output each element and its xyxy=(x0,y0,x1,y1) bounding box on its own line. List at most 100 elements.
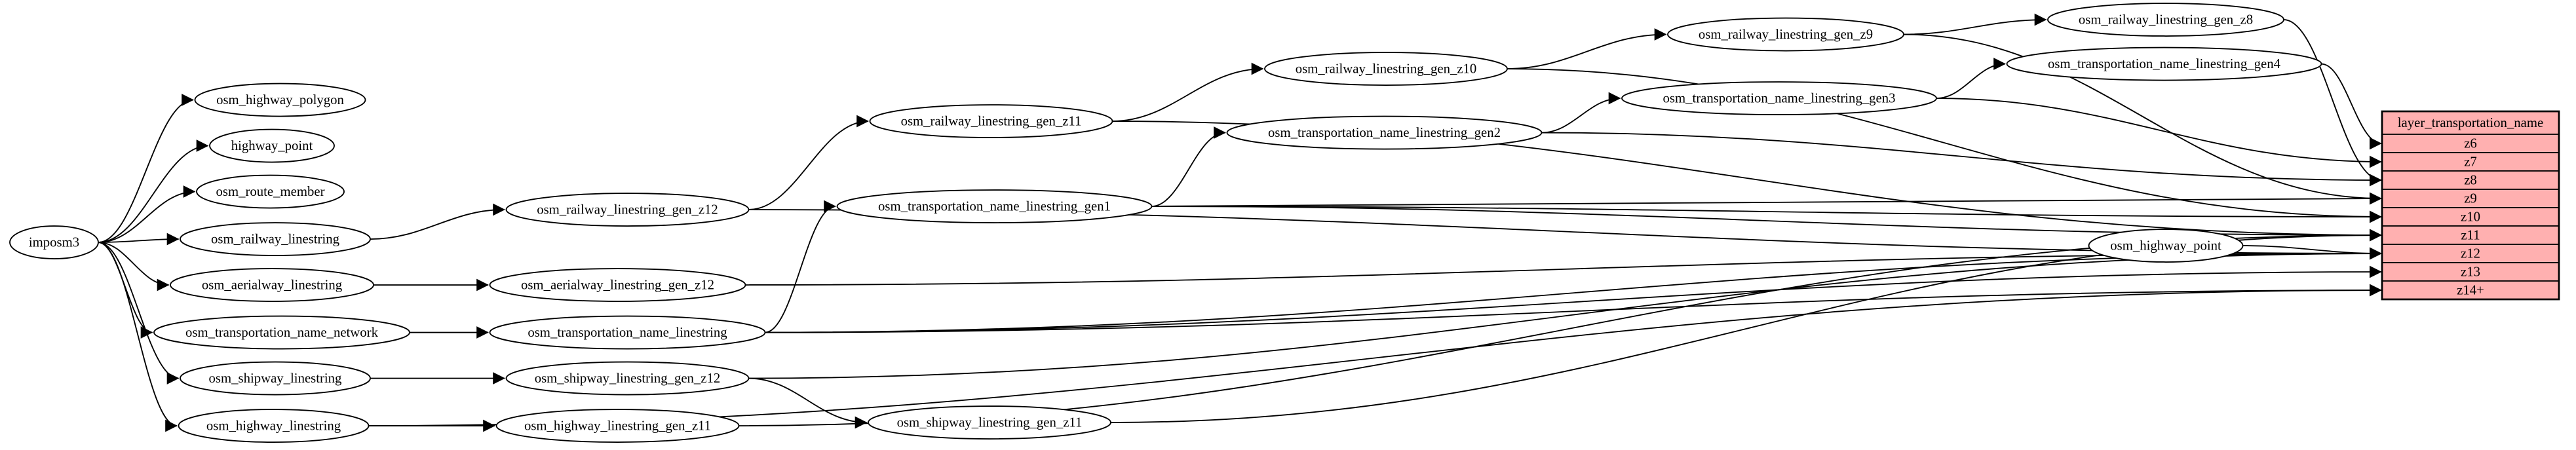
node-osm_shipway_linestring_gen_z11: osm_shipway_linestring_gen_z11 xyxy=(868,405,1111,440)
node-label-osm_transportation_name_linestring_gen3: osm_transportation_name_linestring_gen3 xyxy=(1663,92,1896,106)
table-title: layer_transportation_name xyxy=(2398,116,2543,130)
edge-imposm3-to-highway_point xyxy=(98,140,209,243)
edge-osm_transportation_name_linestring_gen3-to-osm_transportation_name_linestring_gen4 xyxy=(1936,58,2006,99)
node-shape-osm_highway_linestring xyxy=(178,409,370,443)
node-shape-osm_railway_linestring_gen_z9 xyxy=(1667,17,1904,52)
node-osm_railway_linestring_gen_z11: osm_railway_linestring_gen_z11 xyxy=(869,104,1113,138)
edge-imposm3-to-osm_highway_linestring xyxy=(98,242,178,432)
edge-osm_transportation_name_linestring-to-row:z14+ xyxy=(765,284,2382,333)
node-osm_transportation_name_linestring_gen4: osm_transportation_name_linestring_gen4 xyxy=(2006,47,2322,81)
node-label-osm_shipway_linestring_gen_z12: osm_shipway_linestring_gen_z12 xyxy=(535,371,721,386)
node-shape-osm_railway_linestring_gen_z8 xyxy=(2047,3,2284,37)
edge-imposm3-to-osm_highway_polygon xyxy=(98,94,194,243)
table-row-label-z7: z7 xyxy=(2464,155,2477,170)
node-label-osm_transportation_name_linestring_gen1: osm_transportation_name_linestring_gen1 xyxy=(878,200,1111,214)
table-row-z12 xyxy=(2381,244,2560,263)
node-osm_transportation_name_linestring: osm_transportation_name_linestring xyxy=(489,315,766,350)
edge-imposm3-to-osm_railway_linestring xyxy=(98,233,180,246)
node-osm_railway_linestring_gen_z9: osm_railway_linestring_gen_z9 xyxy=(1667,17,1904,52)
nodes-layer: imposm3osm_highway_polygonhighway_pointo… xyxy=(9,3,2322,443)
node-label-osm_shipway_linestring: osm_shipway_linestring xyxy=(209,371,342,386)
node-label-osm_railway_linestring_gen_z10: osm_railway_linestring_gen_z10 xyxy=(1296,62,1477,77)
edge-imposm3-to-osm_shipway_linestring xyxy=(98,242,180,384)
node-shape-osm_railway_linestring xyxy=(180,222,371,256)
edge-osm_shipway_linestring_gen_z12-to-osm_shipway_linestring_gen_z11 xyxy=(748,377,868,429)
node-shape-osm_transportation_name_linestring_gen1 xyxy=(836,189,1153,223)
node-label-osm_railway_linestring: osm_railway_linestring xyxy=(211,233,339,247)
table-row-z11 xyxy=(2381,225,2560,245)
node-label-osm_transportation_name_linestring_gen4: osm_transportation_name_linestring_gen4 xyxy=(2048,57,2281,71)
node-shape-highway_point xyxy=(209,128,335,163)
node-shape-osm_transportation_name_linestring_gen4 xyxy=(2006,47,2322,81)
node-shape-osm_highway_point xyxy=(2088,229,2244,263)
node-osm_highway_linestring_gen_z11: osm_highway_linestring_gen_z11 xyxy=(495,409,740,443)
edge-osm_transportation_name_linestring_gen1-to-osm_transportation_name_linestring_gen2 xyxy=(1151,126,1226,207)
node-shape-osm_railway_linestring_gen_z12 xyxy=(505,193,750,227)
table-row-label-z10: z10 xyxy=(2461,210,2480,225)
node-osm_route_member: osm_route_member xyxy=(196,174,345,209)
node-label-osm_highway_linestring: osm_highway_linestring xyxy=(206,419,341,434)
node-label-osm_aerialway_linestring: osm_aerialway_linestring xyxy=(202,278,342,293)
node-label-osm_highway_linestring_gen_z11: osm_highway_linestring_gen_z11 xyxy=(524,419,711,434)
node-osm_transportation_name_linestring_gen3: osm_transportation_name_linestring_gen3 xyxy=(1621,81,1937,115)
edge-osm_transportation_name_linestring_gen2-to-osm_transportation_name_linestring_gen3 xyxy=(1541,92,1621,134)
node-highway_point: highway_point xyxy=(209,128,335,163)
node-label-osm_transportation_name_network: osm_transportation_name_network xyxy=(185,326,379,340)
table-row-label-z13: z13 xyxy=(2461,265,2480,280)
node-shape-osm_shipway_linestring_gen_z12 xyxy=(505,361,750,396)
edge-osm_transportation_name_linestring_gen1-to-row:z10 xyxy=(1151,206,2382,223)
node-shape-osm_transportation_name_linestring xyxy=(489,315,766,350)
edge-osm_railway_linestring_gen_z9-to-row:z9 xyxy=(1903,33,2382,205)
node-shape-osm_railway_linestring_gen_z11 xyxy=(869,104,1113,138)
table-node: layer_transportation_namez6z7z8z9z10z11z… xyxy=(2381,110,2560,301)
node-label-osm_railway_linestring_gen_z12: osm_railway_linestring_gen_z12 xyxy=(537,203,718,217)
table-row-z10 xyxy=(2381,207,2560,227)
node-label-imposm3: imposm3 xyxy=(29,236,79,250)
node-osm_railway_linestring_gen_z10: osm_railway_linestring_gen_z10 xyxy=(1264,52,1508,86)
node-label-highway_point: highway_point xyxy=(231,139,313,153)
edge-osm_transportation_name_linestring_gen3-to-row:z7 xyxy=(1936,98,2382,168)
edge-osm_transportation_name_linestring-to-row:z12 xyxy=(765,247,2382,333)
edge-imposm3-to-osm_aerialway_linestring xyxy=(98,242,170,291)
table-row-label-z12: z12 xyxy=(2461,247,2480,261)
node-osm_railway_linestring_gen_z12: osm_railway_linestring_gen_z12 xyxy=(505,193,750,227)
node-label-osm_railway_linestring_gen_z8: osm_railway_linestring_gen_z8 xyxy=(2079,13,2253,28)
node-shape-osm_route_member xyxy=(196,174,345,209)
node-shape-osm_transportation_name_linestring_gen2 xyxy=(1226,115,1543,150)
table-row-label-z11: z11 xyxy=(2461,229,2480,243)
edge-osm_railway_linestring_gen_z9-to-osm_railway_linestring_gen_z8 xyxy=(1903,13,2047,35)
node-osm_railway_linestring: osm_railway_linestring xyxy=(180,222,371,256)
node-shape-osm_transportation_name_network xyxy=(153,315,410,350)
edge-osm_railway_linestring_gen_z10-to-osm_railway_linestring_gen_z9 xyxy=(1507,28,1667,69)
edge-osm_railway_linestring_gen_z12-to-osm_railway_linestring_gen_z11 xyxy=(748,115,869,210)
edge-osm_shipway_linestring_gen_z12-to-row:z12 xyxy=(748,247,2382,379)
table-row-label-z8: z8 xyxy=(2464,174,2477,188)
edge-osm_railway_linestring_gen_z11-to-osm_railway_linestring_gen_z10 xyxy=(1112,62,1264,122)
node-osm_highway_point: osm_highway_point xyxy=(2088,229,2244,263)
node-label-osm_route_member: osm_route_member xyxy=(216,185,325,199)
node-osm_highway_linestring: osm_highway_linestring xyxy=(178,409,370,443)
edge-osm_railway_linestring-to-osm_railway_linestring_gen_z12 xyxy=(370,203,505,240)
node-imposm3: imposm3 xyxy=(9,225,99,259)
node-label-osm_transportation_name_linestring: osm_transportation_name_linestring xyxy=(528,326,727,340)
node-osm_transportation_name_linestring_gen1: osm_transportation_name_linestring_gen1 xyxy=(836,189,1153,223)
edges-layer xyxy=(98,13,2382,432)
edge-osm_transportation_name_linestring_gen4-to-row:z6 xyxy=(2321,63,2382,150)
table-row-z7 xyxy=(2381,152,2560,172)
edge-osm_railway_linestring_gen_z10-to-row:z10 xyxy=(1507,68,2382,223)
table-row-z13 xyxy=(2381,262,2560,282)
node-label-osm_railway_linestring_gen_z11: osm_railway_linestring_gen_z11 xyxy=(901,115,1082,129)
node-osm_aerialway_linestring_gen_z12: osm_aerialway_linestring_gen_z12 xyxy=(489,268,746,302)
node-osm_shipway_linestring_gen_z12: osm_shipway_linestring_gen_z12 xyxy=(505,361,750,396)
node-osm_railway_linestring_gen_z8: osm_railway_linestring_gen_z8 xyxy=(2047,3,2284,37)
node-label-osm_railway_linestring_gen_z9: osm_railway_linestring_gen_z9 xyxy=(1699,28,1873,42)
node-label-osm_highway_polygon: osm_highway_polygon xyxy=(216,93,344,107)
table-outer-border xyxy=(2381,110,2560,301)
node-osm_transportation_name_linestring_gen2: osm_transportation_name_linestring_gen2 xyxy=(1226,115,1543,150)
edge-osm_railway_linestring_gen_z8-to-row:z8 xyxy=(2283,19,2382,187)
node-label-osm_transportation_name_linestring_gen2: osm_transportation_name_linestring_gen2 xyxy=(1268,126,1501,140)
node-shape-osm_shipway_linestring xyxy=(180,361,371,396)
edge-osm_transportation_name_linestring-to-osm_transportation_name_linestring_gen1 xyxy=(765,200,836,333)
